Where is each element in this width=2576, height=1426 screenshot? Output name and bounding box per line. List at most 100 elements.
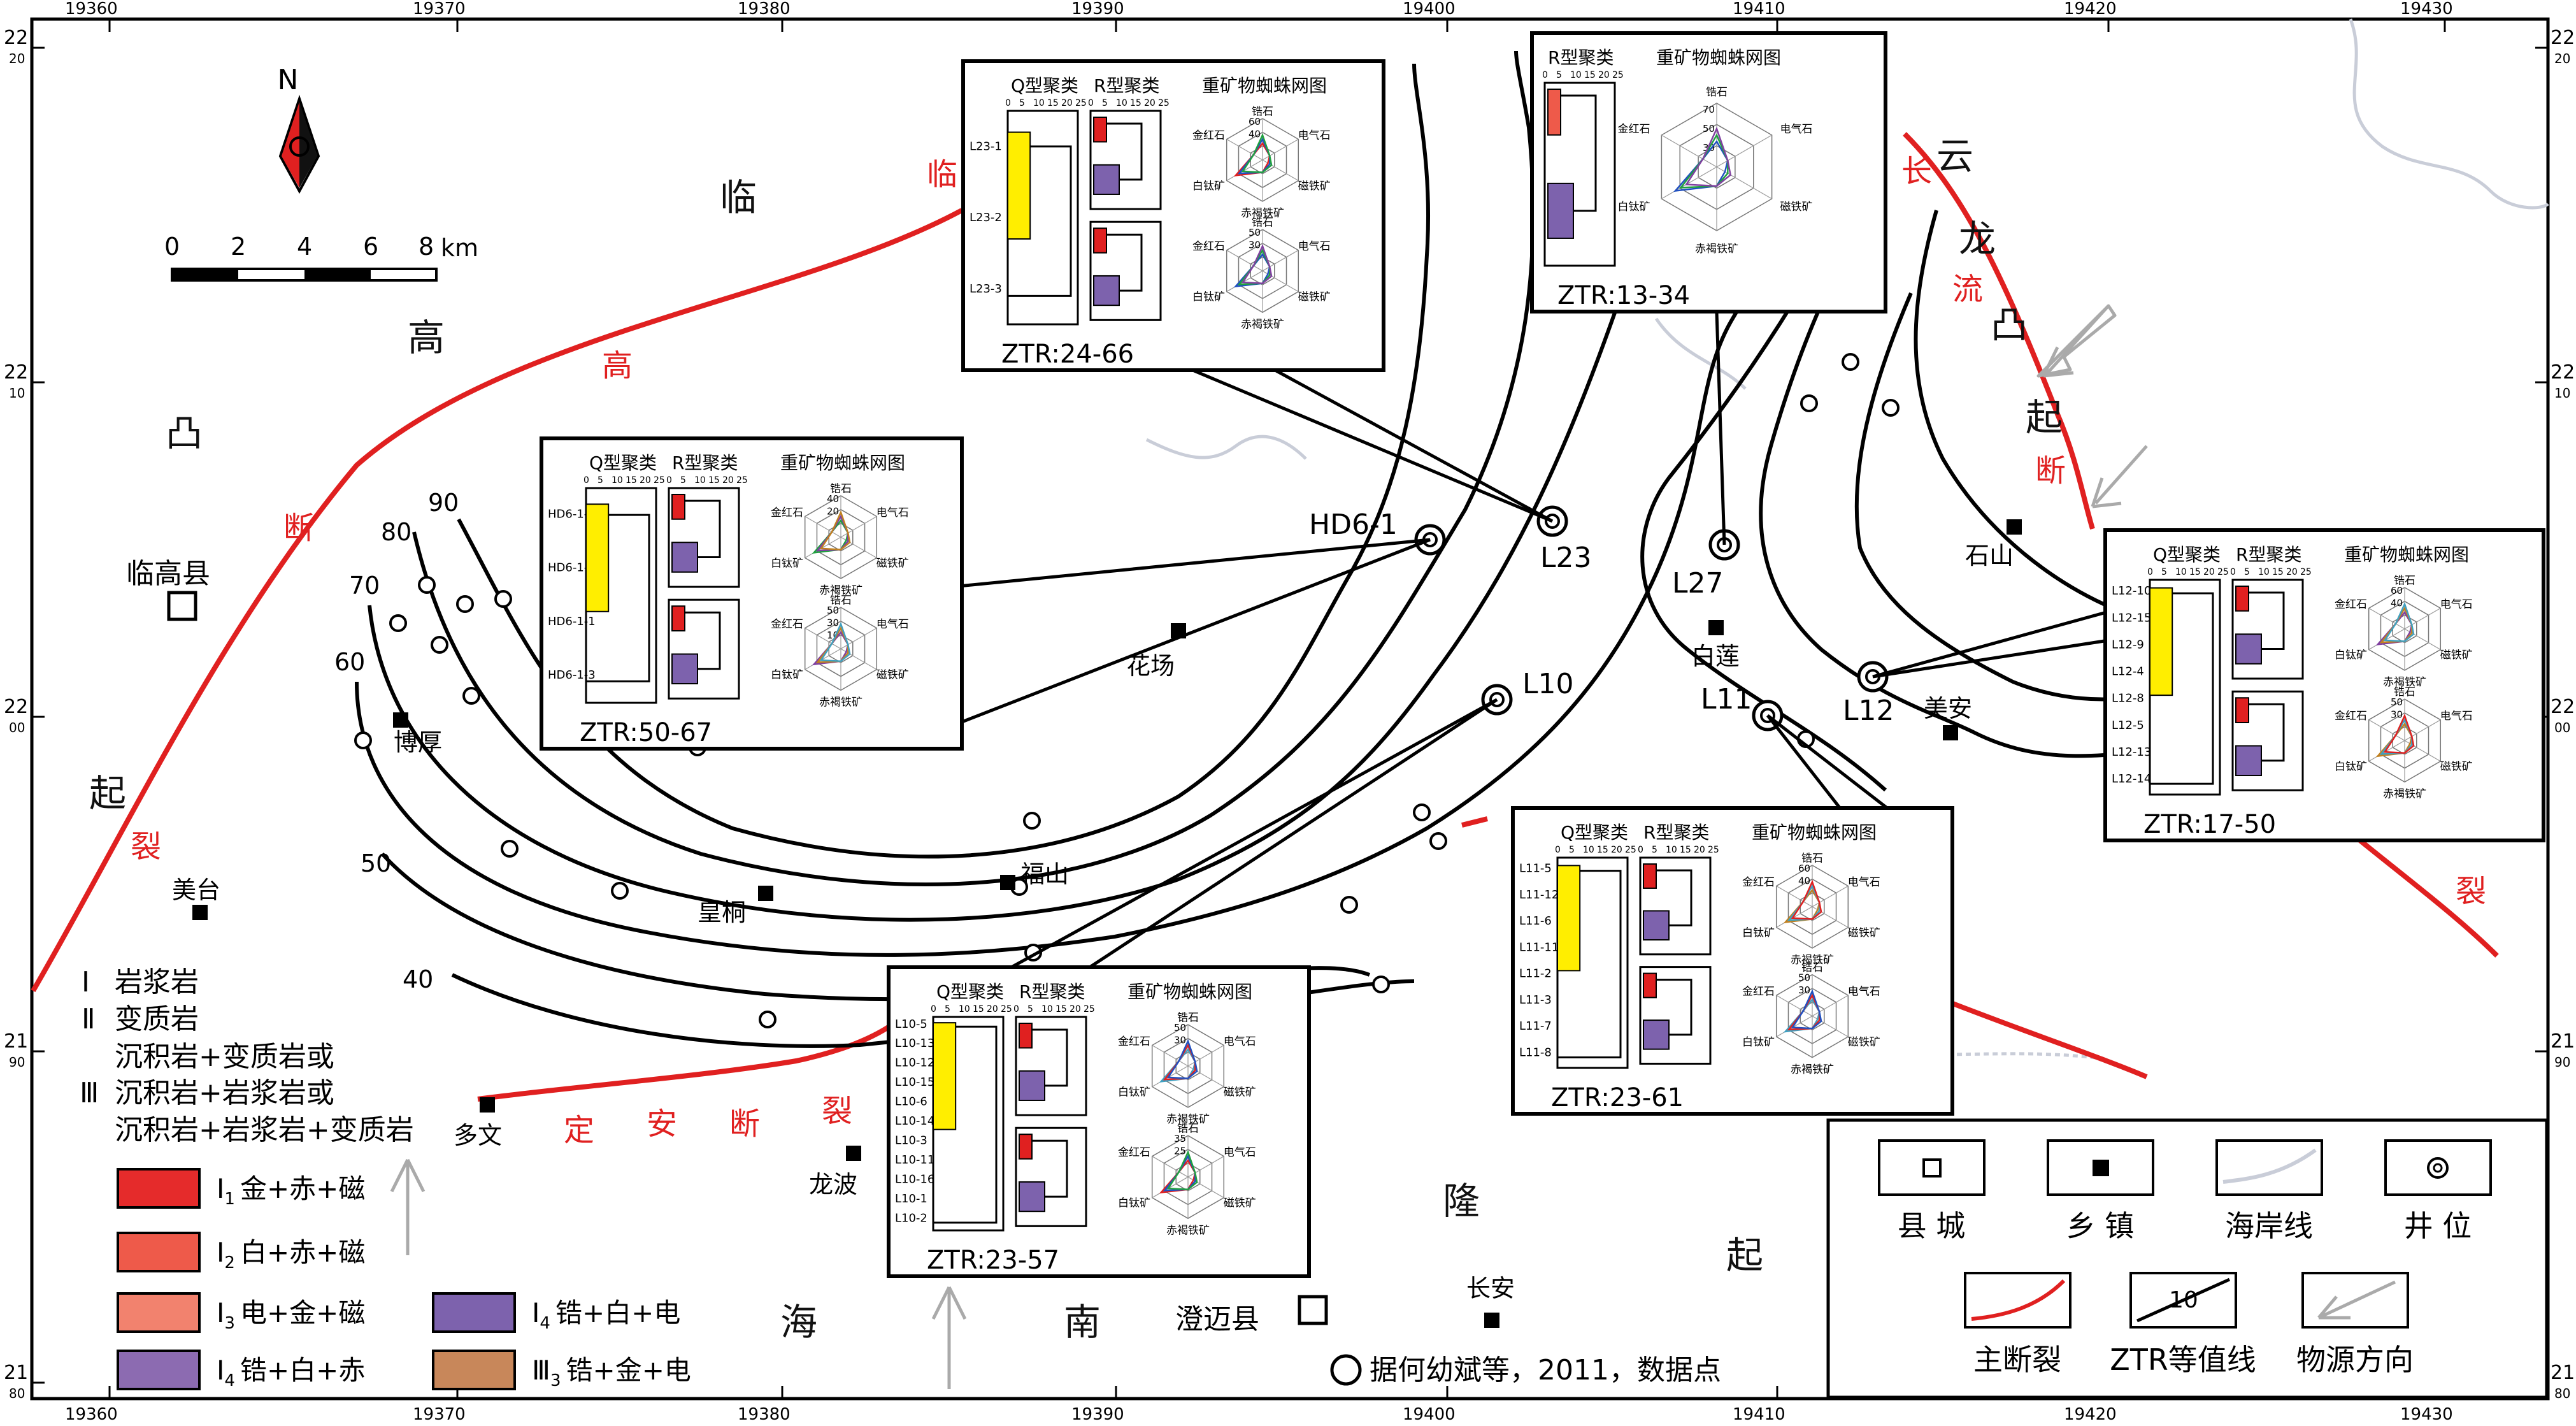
mineral-label: 磁铁矿 bbox=[1848, 1036, 1880, 1049]
ring-label: 50 bbox=[1798, 972, 1810, 983]
ring-label: 35 bbox=[1174, 1133, 1186, 1144]
mineral-label: 白钛矿 bbox=[1118, 1086, 1150, 1098]
ring-label: 60 bbox=[1249, 116, 1261, 127]
town-label: 龙波 bbox=[809, 1170, 857, 1199]
uplift-char: 龙 bbox=[1959, 217, 1996, 261]
svg-text:0: 0 bbox=[1013, 1004, 1019, 1014]
grid-label-right: 90 bbox=[2554, 1055, 2570, 1070]
assoc-swatch bbox=[117, 1168, 201, 1209]
grid-label-right: 21 bbox=[2551, 1030, 2575, 1053]
sample-label: L10-5 bbox=[895, 1018, 927, 1031]
svg-text:15: 15 bbox=[1047, 98, 1059, 108]
source-note: 据何幼斌等，2011，数据点 bbox=[1330, 1354, 1721, 1386]
svg-text:20: 20 bbox=[2203, 567, 2215, 577]
grid-label-left: 22 bbox=[4, 696, 28, 718]
mineral-label: 电气石 bbox=[1848, 986, 1880, 998]
mineral-label: 金红石 bbox=[1192, 240, 1225, 253]
sample-label: L23-1 bbox=[970, 140, 1002, 153]
ring-label: 30 bbox=[2391, 709, 2403, 720]
sample-label: L10-12 bbox=[895, 1056, 934, 1070]
svg-text:10: 10 bbox=[2258, 567, 2270, 577]
svg-text:0: 0 bbox=[583, 475, 589, 486]
svg-text:据何幼斌等，2011，数据点: 据何幼斌等，2011，数据点 bbox=[1370, 1354, 1721, 1386]
mineral-label: 赤褐铁矿 bbox=[1791, 1063, 1834, 1076]
svg-text:10: 10 bbox=[1570, 70, 1582, 80]
spider-header: 重矿物蜘蛛网图 bbox=[1656, 47, 1781, 68]
svg-text:20: 20 bbox=[722, 475, 734, 486]
svg-text:10: 10 bbox=[2175, 567, 2187, 577]
mineral-label: 金红石 bbox=[2335, 598, 2367, 611]
mineral-label: 锆石 bbox=[1252, 105, 1273, 118]
sample-label: HD6-1-3 bbox=[548, 668, 596, 682]
mineral-label: 赤褐铁矿 bbox=[1241, 207, 1284, 220]
mineral-label: 电气石 bbox=[877, 507, 909, 519]
sample-label: L11-2 bbox=[1519, 967, 1552, 981]
well-label: L27 bbox=[1672, 567, 1724, 600]
sample-label: L12-5 bbox=[2112, 719, 2144, 732]
town-label: 美台 bbox=[172, 876, 220, 904]
assoc-swatch bbox=[117, 1350, 201, 1390]
r-cluster-header: R型聚类 bbox=[672, 452, 738, 473]
well-label: L23 bbox=[1540, 542, 1592, 574]
svg-text:25: 25 bbox=[1612, 70, 1624, 80]
grid-label-right: 22 bbox=[2551, 696, 2575, 718]
grid-label-left: 22 bbox=[4, 27, 28, 49]
q-cluster-header: Q型聚类 bbox=[589, 452, 657, 473]
ztr-range: ZTR:50-67 bbox=[580, 718, 712, 747]
ding-an-fault bbox=[477, 1020, 897, 1102]
mineral-label: 金红石 bbox=[2335, 710, 2367, 723]
svg-text:10: 10 bbox=[1583, 845, 1594, 855]
legend-label: 物源方向 bbox=[2296, 1343, 2414, 1377]
town-label: 博厚 bbox=[394, 728, 442, 756]
svg-text:10: 10 bbox=[1033, 98, 1045, 108]
grid-label-left: 80 bbox=[9, 1386, 25, 1401]
ring-label: 60 bbox=[1798, 863, 1810, 874]
sample-label: L11-3 bbox=[1519, 993, 1552, 1007]
grid-label-left: 00 bbox=[9, 720, 25, 735]
mineral-label: 电气石 bbox=[2440, 710, 2473, 723]
q-cluster-header: Q型聚类 bbox=[1011, 75, 1078, 96]
svg-text:沉积岩+岩浆岩+变质岩: 沉积岩+岩浆岩+变质岩 bbox=[115, 1114, 414, 1146]
assoc-swatch bbox=[117, 1232, 201, 1272]
r-cluster-header: R型聚类 bbox=[1094, 75, 1159, 96]
uplift-char: 高 bbox=[408, 316, 445, 359]
mineral-label: 电气石 bbox=[1848, 876, 1880, 889]
svg-text:25: 25 bbox=[1708, 845, 1719, 855]
grid-label-bottom: 19420 bbox=[2064, 1405, 2117, 1424]
svg-text:25: 25 bbox=[1625, 845, 1636, 855]
svg-text:0: 0 bbox=[1005, 98, 1011, 108]
county-seat-label: 澄迈县 bbox=[1175, 1303, 1259, 1336]
svg-text:Ⅲ: Ⅲ bbox=[80, 1077, 99, 1109]
svg-text:20: 20 bbox=[1144, 98, 1156, 108]
sample-label: L12-15 bbox=[2112, 611, 2151, 624]
svg-text:0: 0 bbox=[1542, 70, 1548, 80]
mineral-label: 磁铁矿 bbox=[2440, 649, 2473, 661]
mineral-label: 赤褐铁矿 bbox=[1166, 1113, 1210, 1126]
ring-label: 40 bbox=[827, 493, 839, 505]
mineral-label: 金红石 bbox=[1742, 986, 1775, 998]
grid-label-left: 20 bbox=[9, 51, 25, 66]
svg-text:15: 15 bbox=[1597, 845, 1608, 855]
grid-label-top: 19410 bbox=[1733, 0, 1785, 18]
coastline bbox=[1145, 18, 2549, 1060]
grid-label-left: 21 bbox=[4, 1030, 28, 1053]
fault-char: 裂 bbox=[131, 829, 161, 865]
sample-label: L12-8 bbox=[2112, 692, 2144, 705]
svg-text:20: 20 bbox=[987, 1004, 998, 1014]
panel-leaders bbox=[958, 312, 2109, 974]
svg-text:20: 20 bbox=[1694, 845, 1705, 855]
svg-text:25: 25 bbox=[1001, 1004, 1012, 1014]
contour-label: 40 bbox=[403, 965, 433, 993]
east-fault-2 bbox=[1935, 995, 2148, 1079]
svg-text:0: 0 bbox=[2230, 567, 2236, 577]
